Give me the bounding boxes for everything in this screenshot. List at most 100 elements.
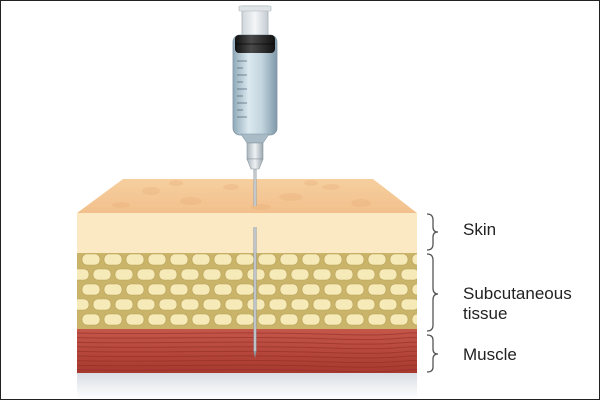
fat-cell — [191, 313, 211, 326]
fat-cell — [235, 313, 255, 326]
floor-shadow — [77, 373, 417, 399]
fat-cell — [389, 283, 409, 296]
fat-cell — [279, 283, 299, 296]
fat-cell — [77, 268, 90, 281]
fat-cell — [301, 253, 321, 266]
fat-cell — [411, 253, 417, 266]
fat-cell — [81, 313, 101, 326]
fat-cell — [268, 268, 288, 281]
fat-cell — [103, 313, 123, 326]
muscle-label: Muscle — [463, 345, 517, 364]
fat-cell — [136, 298, 156, 311]
fat-cell — [224, 298, 244, 311]
fat-cell — [345, 313, 365, 326]
fat-cell — [345, 253, 365, 266]
fat-cell — [257, 283, 277, 296]
fat-cell — [77, 298, 90, 311]
fat-cell — [356, 268, 376, 281]
fat-cell — [125, 253, 145, 266]
fat-cell — [235, 283, 255, 296]
fat-cell — [411, 283, 417, 296]
fat-cell — [400, 268, 417, 281]
fat-cell — [345, 283, 365, 296]
fat-cell — [301, 313, 321, 326]
fat-cell — [114, 268, 134, 281]
fat-cell — [323, 313, 343, 326]
skin-top-surface — [77, 179, 417, 213]
fat-cell — [312, 298, 332, 311]
fat-cell — [125, 313, 145, 326]
muscle-fiber — [77, 355, 417, 359]
fat-cell — [213, 253, 233, 266]
fat-cell — [103, 283, 123, 296]
fat-cell — [147, 313, 167, 326]
fat-cell — [423, 269, 441, 280]
fat-cell — [378, 268, 398, 281]
fat-cell — [202, 268, 222, 281]
fat-cell — [147, 283, 167, 296]
fat-cell — [191, 283, 211, 296]
fat-cell — [81, 283, 101, 296]
fat-cell — [213, 313, 233, 326]
fat-cell — [378, 298, 398, 311]
fat-cell — [81, 253, 101, 266]
fat-cell — [169, 283, 189, 296]
muscle-layer — [77, 329, 417, 373]
fat-cell — [257, 253, 277, 266]
fat-cell — [367, 283, 387, 296]
fat-cell — [389, 253, 409, 266]
fat-cell — [257, 313, 277, 326]
subcutaneous-label-line1: Subcutaneous — [463, 284, 572, 303]
fat-cell — [334, 268, 354, 281]
fat-cell — [411, 313, 417, 326]
fat-cell — [290, 268, 310, 281]
fat-cell — [147, 253, 167, 266]
skin-bracket — [426, 213, 439, 251]
fat-cell — [400, 298, 417, 311]
syringe-icon — [232, 5, 278, 170]
muscle-fiber — [77, 359, 417, 364]
fat-cell — [169, 253, 189, 266]
muscle-fiber — [77, 341, 417, 345]
fat-cell — [202, 298, 222, 311]
muscle-fiber — [77, 346, 417, 350]
fat-cell — [301, 283, 321, 296]
fat-cell — [125, 283, 145, 296]
fat-cell — [158, 268, 178, 281]
needle-icon — [253, 169, 257, 358]
fat-cell — [268, 298, 288, 311]
fat-cell — [279, 313, 299, 326]
fat-cell — [290, 298, 310, 311]
fat-cell — [213, 283, 233, 296]
muscle-fiber — [77, 364, 417, 368]
fat-cell — [169, 313, 189, 326]
fat-cell — [92, 298, 112, 311]
fat-cell — [367, 253, 387, 266]
fat-cell — [389, 313, 409, 326]
fat-cell — [224, 268, 244, 281]
subcutaneous-label-line2: tissue — [463, 304, 508, 323]
skin-label: Skin — [463, 220, 497, 239]
fat-cell — [423, 299, 441, 310]
fat-cell — [312, 268, 332, 281]
muscle-fiber — [77, 332, 417, 336]
fat-cell — [114, 298, 134, 311]
muscle-fiber — [77, 350, 417, 354]
fat-cell — [158, 298, 178, 311]
muscle-fiber — [77, 336, 417, 341]
fat-cell — [334, 298, 354, 311]
subcutaneous-bracket — [426, 253, 439, 332]
fat-cell — [180, 298, 200, 311]
muscle-bracket — [426, 334, 439, 373]
fat-cell — [180, 268, 200, 281]
fat-cell — [323, 283, 343, 296]
fat-cell — [323, 253, 343, 266]
fat-cell — [356, 298, 376, 311]
fat-cell — [103, 253, 123, 266]
fat-cell — [92, 268, 112, 281]
subcutaneous-layer — [77, 253, 441, 329]
fat-cell — [235, 253, 255, 266]
fat-cell — [136, 268, 156, 281]
